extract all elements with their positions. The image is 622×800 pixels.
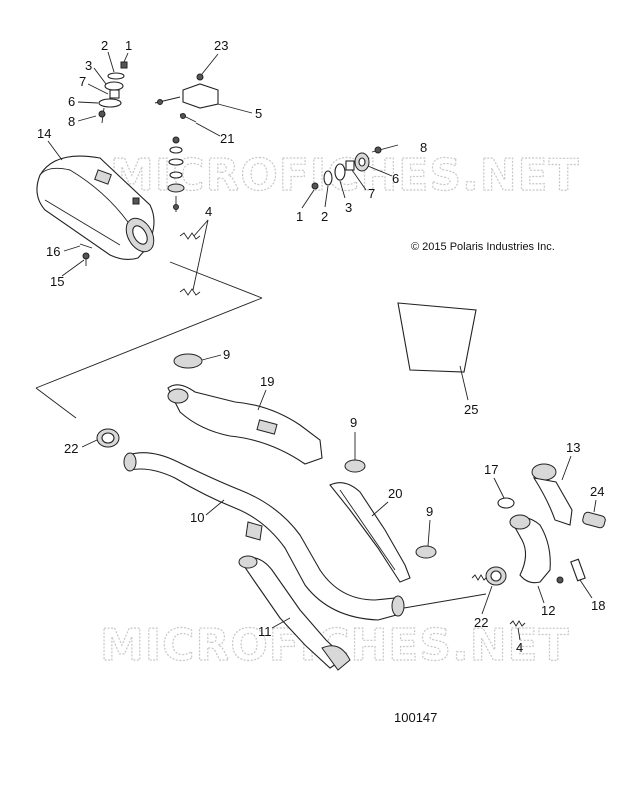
callout-6-right: 6 <box>392 171 399 186</box>
clamp-9a <box>173 353 203 369</box>
callout-14: 14 <box>37 126 51 141</box>
gasket-22b <box>485 566 507 586</box>
callout-9-upper: 9 <box>223 347 230 362</box>
callout-7-right: 7 <box>368 186 375 201</box>
callout-6-top: 6 <box>68 94 75 109</box>
gasket-22a <box>96 428 120 448</box>
screw-15 <box>82 252 90 260</box>
callout-15: 15 <box>50 274 64 289</box>
clip-16 <box>79 243 93 249</box>
callout-8-top: 8 <box>68 114 75 129</box>
callout-9-right: 9 <box>426 504 433 519</box>
callout-12: 12 <box>541 603 555 618</box>
callout-20: 20 <box>388 486 402 501</box>
section-boundary <box>35 261 263 419</box>
grommet-6a <box>98 98 122 108</box>
heat-shield-25 <box>397 302 477 373</box>
springs-upper <box>179 232 201 296</box>
muffler-14 <box>36 155 155 261</box>
clamp-9c <box>415 545 437 559</box>
callout-25: 25 <box>464 402 478 417</box>
tail-pipe-11 <box>238 555 351 671</box>
callout-13: 13 <box>566 440 580 455</box>
hardware-stack-center <box>167 136 185 212</box>
bracket-5 <box>182 83 219 109</box>
callout-4-bottom: 4 <box>516 640 523 655</box>
callout-3-top: 3 <box>85 58 92 73</box>
callout-5: 5 <box>255 106 262 121</box>
callout-22-left: 22 <box>64 441 78 456</box>
copyright: © 2015 Polaris Industries Inc. <box>411 241 555 253</box>
callout-11: 11 <box>258 624 272 639</box>
stud-18 <box>556 558 586 584</box>
washer-3b <box>334 163 346 181</box>
callout-3-right: 3 <box>345 200 352 215</box>
drawing-number: 100147 <box>394 710 437 725</box>
callout-18: 18 <box>591 598 605 613</box>
washer-3a <box>104 81 124 91</box>
callouts: 2 1 3 7 6 8 23 5 21 14 4 16 15 8 6 7 1 2 <box>37 38 605 655</box>
bracket-assembly <box>154 73 219 123</box>
callout-17: 17 <box>484 462 498 477</box>
header-13 <box>531 463 573 526</box>
spacer-7b <box>345 160 355 171</box>
callout-1-right: 1 <box>296 209 303 224</box>
callout-9-middle: 9 <box>350 415 357 430</box>
hardware-stack-right <box>311 144 399 190</box>
bolt-23 <box>196 73 204 81</box>
spacer-7a <box>109 89 120 99</box>
callout-10: 10 <box>190 510 204 525</box>
callout-2-right: 2 <box>321 209 328 224</box>
callout-23: 23 <box>214 38 228 53</box>
clamp-9b <box>344 459 366 473</box>
nut-1b <box>311 182 319 190</box>
heat-shield-20 <box>329 482 411 583</box>
callout-4-top: 4 <box>205 204 212 219</box>
callout-7-top: 7 <box>79 74 86 89</box>
callout-22-right: 22 <box>474 615 488 630</box>
callout-19: 19 <box>260 374 274 389</box>
callout-24: 24 <box>590 484 604 499</box>
exhaust-pipe-10 <box>123 452 405 621</box>
callout-2-top: 2 <box>101 38 108 53</box>
sensor-24 <box>582 511 606 529</box>
callout-21: 21 <box>220 131 234 146</box>
fasteners-15-16 <box>79 243 93 266</box>
hardware-stack-top-left <box>98 61 128 124</box>
callout-16: 16 <box>46 244 60 259</box>
heat-shield-19 <box>167 384 323 465</box>
springs-lower <box>471 574 526 627</box>
gasket-17 <box>497 497 515 509</box>
callout-1-top: 1 <box>125 38 132 53</box>
washer-2b <box>323 170 333 186</box>
callout-8-right: 8 <box>420 140 427 155</box>
header-pipe-12 <box>509 514 551 584</box>
nut-1a <box>120 61 128 69</box>
washer-2a <box>107 72 125 80</box>
